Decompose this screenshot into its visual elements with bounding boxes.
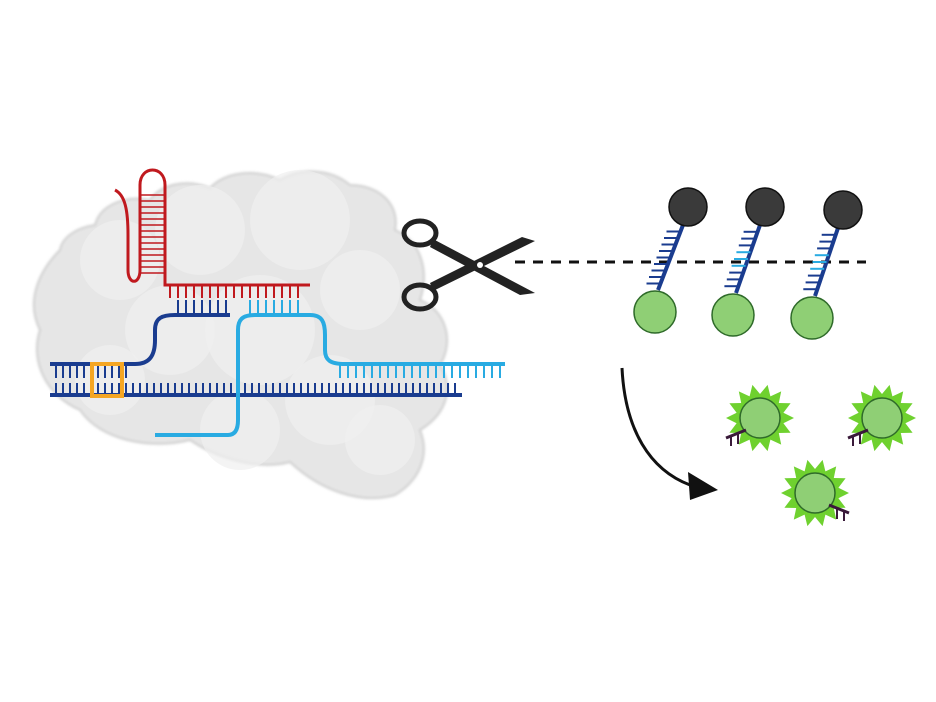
protein-lobe — [320, 250, 400, 330]
cleaved-stub — [828, 503, 850, 521]
fluorescent-signal — [781, 459, 850, 527]
quencher — [745, 187, 785, 227]
fluorophore — [633, 290, 677, 334]
cas-protein — [32, 170, 449, 500]
target-strand-displaced — [50, 313, 230, 366]
fluorophore — [790, 296, 834, 340]
fluorescent-signal — [847, 384, 916, 452]
crrna-5prime-tail — [114, 188, 142, 283]
target-dna — [50, 300, 505, 437]
fluorescent-signal — [725, 384, 794, 452]
scissors-icon — [401, 218, 535, 312]
reporter-probe — [633, 187, 708, 334]
cleaved-stub — [847, 428, 869, 446]
fluorophore — [861, 397, 903, 439]
quencher — [668, 187, 708, 227]
reporter-probe — [711, 187, 785, 337]
reporter-probes — [633, 187, 863, 340]
quencher — [823, 190, 863, 230]
fluorescent-signals — [725, 384, 916, 527]
curved-arrow — [620, 367, 718, 500]
crrna-hairpin — [138, 168, 310, 287]
fluorophore — [739, 397, 781, 439]
pam-site — [90, 362, 124, 398]
protein-lobe — [345, 405, 415, 475]
fluorophore — [711, 293, 755, 337]
fluorophore — [794, 472, 836, 514]
protein-lobe — [155, 185, 245, 275]
reporter-probe — [790, 190, 863, 340]
protein-lobe — [80, 220, 160, 300]
protein-lobe — [250, 170, 350, 270]
protein-lobe — [125, 285, 215, 375]
protein-lobe — [200, 390, 280, 470]
crrna — [114, 168, 310, 298]
protein-lobe — [75, 345, 145, 415]
cleaved-stub — [725, 428, 747, 446]
protein-lobe — [205, 275, 315, 385]
